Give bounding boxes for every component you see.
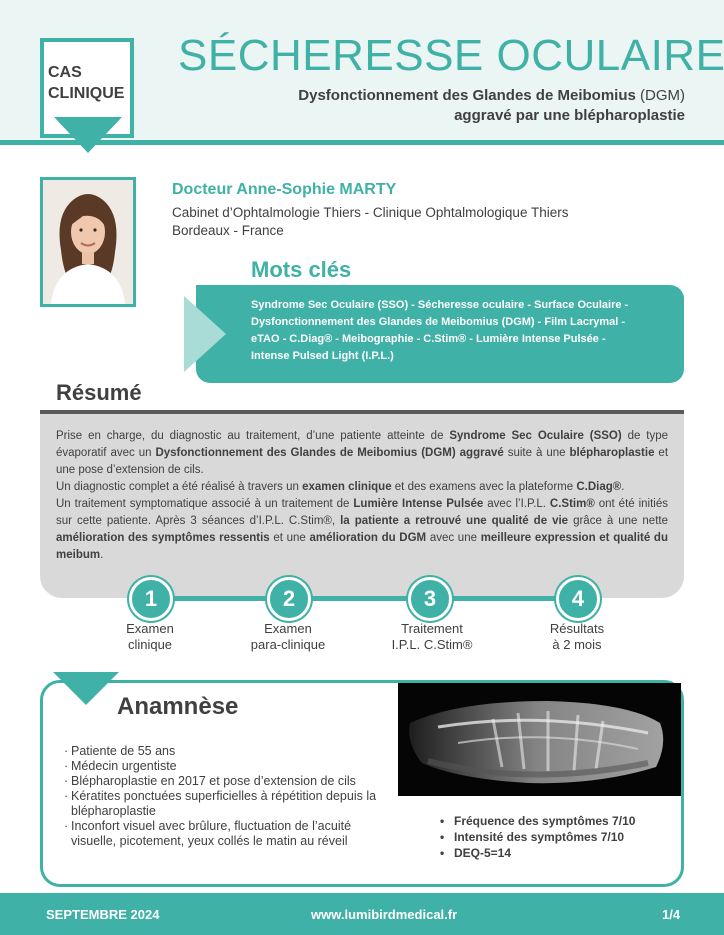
doctor-portrait-illustration — [43, 180, 133, 304]
step-4-number: 4 — [556, 577, 600, 621]
summary-text-bold: Syndrome Sec Oculaire (SSO) — [449, 430, 622, 442]
page-title: SÉCHERESSE OCULAIRE — [178, 31, 724, 80]
summary-text-run: Un diagnostic complet a été réalisé à tr… — [56, 481, 303, 493]
anamnesis-list: Patiente de 55 ans Médecin urgentiste Bl… — [64, 744, 384, 849]
summary-text-bold: amélioration du DGM — [309, 532, 427, 544]
subtitle-acronym: (DGM) — [640, 87, 685, 104]
case-badge-pointer — [54, 117, 122, 153]
summary-text-bold: blépharoplastie — [569, 447, 655, 459]
keywords-line: Syndrome Sec Oculaire (SSO) - Sécheresse… — [251, 299, 629, 311]
summary-text-bold: C.Diag® — [576, 481, 622, 493]
list-item: Fréquence des symptômes 7/10 — [440, 813, 635, 829]
step-1-number: 1 — [129, 577, 173, 621]
step-3-label: Traitement I.P.L. C.Stim® — [372, 621, 492, 653]
step-label-line: Résultats — [549, 621, 605, 636]
keywords-title: Mots clés — [251, 257, 352, 282]
step-4-label: Résultats à 2 mois — [517, 621, 637, 653]
step-2-label: Examen para-clinique — [228, 621, 348, 653]
keywords-panel — [196, 285, 684, 383]
summary-text-bold: amélioration des symptômes ressentis — [56, 532, 270, 544]
case-badge-line2: CLINIQUE — [48, 85, 125, 102]
keywords-arrow — [184, 296, 226, 372]
doctor-photo — [40, 177, 136, 307]
step-label-line: Traitement — [401, 621, 463, 636]
summary-panel — [40, 414, 684, 598]
summary-text-bold: C.Stim® — [549, 498, 595, 510]
list-item: Blépharoplastie en 2017 et pose d’extens… — [64, 774, 384, 789]
summary-text-run: . — [100, 549, 104, 561]
step-label-line: à 2 mois — [552, 637, 602, 652]
list-item: Médecin urgentiste — [64, 759, 384, 774]
footer-date: SEPTEMBRE 2024 — [46, 907, 160, 922]
page-subtitle: Dysfonctionnement des Glandes de Meibomi… — [160, 86, 685, 126]
summary-text-bold: examen clinique — [302, 481, 392, 493]
summary-text-bold: la patiente a retrouvé une qualité de vi… — [340, 515, 569, 527]
summary-text-run: . — [621, 481, 625, 493]
meibography-illustration — [398, 683, 681, 796]
list-item: Patiente de 55 ans — [64, 744, 384, 759]
symptom-scores-list: Fréquence des symptômes 7/10 Intensité d… — [440, 813, 635, 861]
steps-connector — [148, 596, 578, 601]
summary-text-run: et une — [269, 532, 310, 544]
doctor-affiliation: Cabinet d’Ophtalmologie Thiers - Cliniqu… — [172, 205, 569, 220]
keywords-text: Syndrome Sec Oculaire (SSO) - Sécheresse… — [251, 297, 671, 365]
meibography-image — [398, 683, 681, 796]
summary-text-run: Un traitement symptomatique associé à un… — [56, 498, 354, 510]
anamnesis-pointer — [53, 672, 119, 705]
keywords-line: eTAO - C.Diag® - Meibographie - C.Stim® … — [251, 333, 606, 345]
footer-bar — [0, 893, 724, 935]
summary-text-run: et des examens avec la plateforme — [391, 481, 577, 493]
summary-text-bold: Dysfonctionnement des Glandes de Meibomi… — [155, 447, 504, 459]
summary-rule — [40, 410, 684, 414]
list-item: DEQ-5=14 — [440, 845, 635, 861]
step-label-line: para-clinique — [250, 637, 326, 652]
subtitle-main: Dysfonctionnement des Glandes de Meibomi… — [298, 87, 640, 104]
step-3-number: 3 — [408, 577, 452, 621]
list-item: Kératites ponctuées superficielles à rép… — [64, 789, 384, 819]
step-label-line: Examen — [264, 621, 312, 636]
summary-text-run: avec une — [426, 532, 481, 544]
summary-text-run: avec l’I.P.L. — [483, 498, 550, 510]
step-2-number: 2 — [267, 577, 311, 621]
footer-website-link[interactable]: www.lumibirdmedical.fr — [311, 907, 458, 922]
step-label-line: I.P.L. C.Stim® — [391, 637, 473, 652]
list-item: Inconfort visuel avec brûlure, fluctuati… — [64, 819, 384, 849]
summary-text-run: Prise en charge, du diagnostic au traite… — [56, 430, 450, 442]
summary-text: Prise en charge, du diagnostic au traite… — [56, 428, 668, 564]
keywords-line: Intense Pulsed Light (I.P.L.) — [251, 350, 394, 362]
case-badge-line1: CAS — [48, 64, 82, 81]
summary-text-run: suite à une — [503, 447, 570, 459]
summary-text-run: ont été initiés sur cette patiente. Aprè… — [56, 498, 669, 527]
doctor-location: Bordeaux - France — [172, 223, 284, 238]
doctor-name: Docteur Anne-Sophie MARTY — [172, 181, 397, 198]
list-item: Intensité des symptômes 7/10 — [440, 829, 635, 845]
summary-text-bold: meilleure expression et qualité du meibu… — [56, 532, 668, 561]
anamnesis-title: Anamnèse — [117, 693, 239, 720]
case-badge-text: CAS CLINIQUE — [48, 62, 124, 104]
summary-title: Résumé — [56, 380, 142, 405]
summary-text-run: de type évaporatif avec un — [56, 430, 668, 459]
summary-text-run: grâce à une nette — [568, 515, 668, 527]
header-rule — [0, 140, 724, 145]
summary-text-run: et une pose d’extension de cils. — [56, 447, 669, 476]
subtitle-line2: aggravé par une blépharoplastie — [454, 107, 685, 124]
step-label-line: Examen — [126, 621, 174, 636]
step-1-label: Examen clinique — [90, 621, 210, 653]
footer-page-number: 1/4 — [662, 907, 681, 922]
step-label-line: clinique — [127, 637, 173, 652]
summary-text-bold: Lumière Intense Pulsée — [353, 498, 484, 510]
keywords-line: Dysfonctionnement des Glandes de Meibomi… — [251, 316, 626, 328]
